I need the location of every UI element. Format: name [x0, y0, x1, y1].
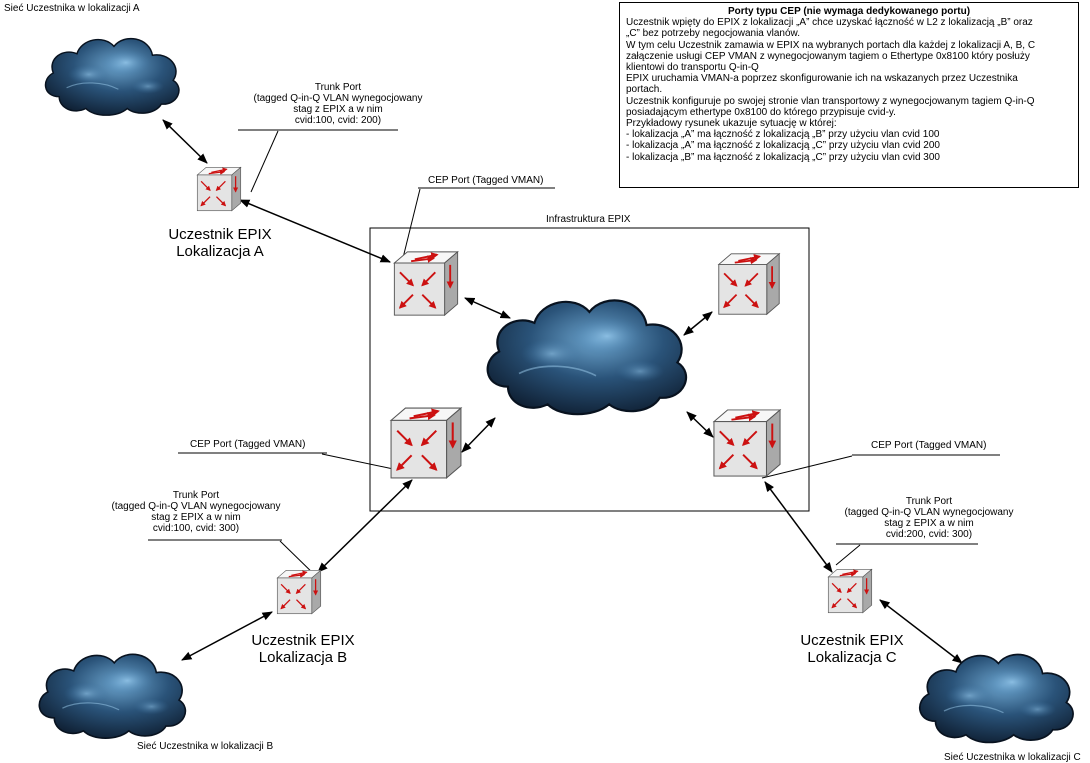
cloud-icon	[918, 653, 1075, 744]
network-label-b: Sieć Uczestnika w lokalizacji B	[137, 741, 274, 752]
notes-line: - lokalizacja „A” ma łączność z lokaliza…	[626, 140, 940, 152]
trunk-port-label-c: Trunk Port (tagged Q-in-Q VLAN wynegocjo…	[844, 496, 1014, 540]
switch-icon	[719, 254, 779, 314]
link-core-cep-d	[683, 311, 713, 336]
link-switch-a-cep-a	[239, 199, 391, 263]
participant-label-a: Uczestnik EPIX Lokalizacja A	[168, 226, 272, 260]
notes-heading: Porty typu CEP (nie wymaga dedykowanego …	[727, 6, 971, 17]
link-net-a-switch-a	[162, 119, 208, 164]
infrastructure-box	[369, 227, 810, 512]
link-core-cep-b	[461, 417, 496, 453]
notes-line: EPIX uruchamia VMAN-a poprzez skonfiguro…	[626, 73, 1018, 85]
cloud-icon	[38, 653, 187, 740]
notes-line: klientowi do transportu Q-in-Q	[626, 62, 759, 74]
notes-line: - lokalizacja „B” ma łączność z lokaliza…	[626, 151, 940, 163]
notes-line: Uczestnik konfiguruje po swojej stronie …	[626, 95, 1035, 107]
switch-icon	[391, 408, 461, 478]
notes-line: W tym celu Uczestnik zamawia w EPIX na w…	[626, 39, 1036, 51]
cloud-icon	[44, 37, 180, 117]
switch-icon	[277, 570, 320, 613]
notes-box: Porty typu CEP (nie wymaga dedykowanego …	[619, 2, 1079, 188]
link-cep-c-switch-c	[764, 481, 833, 573]
notes-line: „C” bez potrzeby negocjowania vlanów.	[626, 28, 800, 40]
link-cep-b-switch-b	[317, 479, 413, 573]
notes-line: portach.	[626, 84, 663, 96]
network-label-c: Sieć Uczestnika w lokalizacji C	[944, 752, 1081, 763]
cep-port-label-a: CEP Port (Tagged VMAN)	[428, 175, 544, 186]
switch-icon	[394, 252, 457, 315]
notes-line: posiadającym ethertype 0x8100 do którego…	[626, 106, 896, 118]
participant-label-c: Uczestnik EPIX Lokalizacja C	[800, 632, 904, 666]
annotation-lines	[148, 129, 1000, 581]
link-cep-a-core	[464, 297, 511, 319]
link-switch-b-net-b	[181, 611, 273, 661]
link-core-cep-c	[686, 411, 714, 438]
notes-line: - lokalizacja „A” ma łączność z lokaliza…	[626, 129, 940, 141]
notes-line: Uczestnik wpięty do EPIX z lokalizacji „…	[626, 17, 1033, 29]
infrastructure-title: Infrastruktura EPIX	[546, 214, 631, 225]
cloud-icon	[486, 299, 688, 416]
connections	[162, 119, 963, 664]
notes-line: Przykładowy rysunek ukazuje sytuację w k…	[626, 118, 837, 130]
switch-icon	[197, 167, 240, 210]
network-label-a: Sieć Uczestnika w lokalizacji A	[4, 3, 140, 14]
trunk-port-label-a: Trunk Port (tagged Q-in-Q VLAN wynegocjo…	[253, 82, 423, 126]
participant-label-b: Uczestnik EPIX Lokalizacja B	[251, 632, 355, 666]
cep-port-label-c: CEP Port (Tagged VMAN)	[871, 440, 987, 451]
switch-icon	[828, 569, 871, 612]
switch-icon	[714, 410, 780, 476]
cep-port-label-b: CEP Port (Tagged VMAN)	[190, 439, 306, 450]
trunk-port-label-b: Trunk Port (tagged Q-in-Q VLAN wynegocjo…	[111, 490, 281, 534]
link-switch-c-net-c	[879, 599, 963, 664]
notes-line: załączenie usługi CEP VMAN z wynegocjowa…	[626, 50, 1030, 62]
